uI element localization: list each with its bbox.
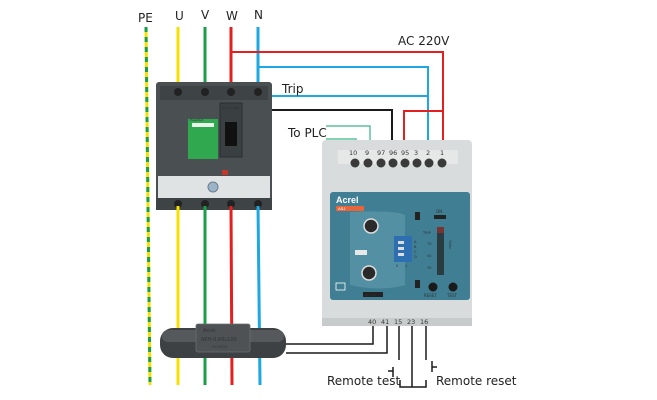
- svg-text:30: 30: [427, 266, 431, 270]
- ac-supply-line-wire: [231, 51, 444, 150]
- svg-text:1: 1: [405, 264, 407, 268]
- svg-text:Schneider: Schneider: [222, 106, 240, 110]
- relay-95-supply-wire: [403, 110, 443, 150]
- remote-reset-label: Remote reset: [436, 374, 517, 388]
- remote-switch-wiring: [388, 326, 437, 388]
- terminal-95: 95: [401, 149, 409, 157]
- terminal-23: 23: [407, 318, 415, 326]
- terminal-1: 1: [440, 149, 444, 157]
- ct-wire-40: [286, 322, 374, 345]
- svg-text:%IΔn: %IΔn: [448, 240, 452, 249]
- trip-label: Trip: [281, 82, 303, 96]
- pe-conductor: [144, 26, 152, 386]
- label-pe: PE: [138, 11, 153, 25]
- circuit-breaker: EasyPact Schneider: [156, 82, 272, 210]
- current-transformer: Acrel AKH-0.66L100 P120024: [160, 323, 286, 358]
- test-button[interactable]: [448, 282, 458, 292]
- w-conductor-bottom: [229, 205, 234, 386]
- remote-test-label: Remote test: [327, 374, 400, 388]
- terminal-9: 9: [365, 149, 369, 157]
- relay-model: ASJ: [338, 206, 345, 211]
- relay-brand: Acrel: [336, 195, 359, 205]
- on-label: ON: [436, 209, 442, 214]
- svg-text:70: 70: [427, 242, 431, 246]
- test-label: TEST: [446, 293, 458, 298]
- svg-text:B: B: [414, 245, 417, 249]
- sensitivity-dial[interactable]: [363, 218, 379, 234]
- ct-wire-41: [286, 322, 388, 354]
- residual-current-relay: Acrel ASJ A B C D 0 1 ON TRIP 70 50 30 %…: [322, 140, 472, 326]
- terminal-16: 16: [420, 318, 428, 326]
- leakage-bar: [437, 227, 444, 275]
- terminal-97: 97: [377, 149, 385, 157]
- reset-button[interactable]: [428, 282, 438, 292]
- svg-text:A: A: [414, 240, 417, 244]
- terminal-40: 40: [368, 318, 376, 326]
- svg-text:Δt (ms): Δt (ms): [365, 293, 376, 297]
- ct-brand: Acrel: [203, 328, 216, 334]
- svg-text:0: 0: [396, 264, 398, 268]
- ct-model: AKH-0.66L100: [201, 337, 237, 343]
- svg-text:50: 50: [427, 254, 431, 258]
- ct-serial: P120024: [212, 345, 228, 349]
- ac-supply-label: AC 220V: [398, 34, 450, 48]
- terminal-10: 10: [349, 149, 357, 157]
- n-conductor-bottom: [256, 205, 262, 386]
- svg-text:TRIP: TRIP: [422, 231, 431, 235]
- ac-supply-neutral-wire: [258, 66, 429, 150]
- terminal-41: 41: [381, 318, 389, 326]
- svg-text:D: D: [414, 255, 417, 259]
- label-u: U: [175, 9, 184, 23]
- terminal-3: 3: [414, 149, 418, 157]
- label-w: W: [226, 9, 238, 23]
- on-indicator: [434, 215, 446, 219]
- svg-text:EasyPact: EasyPact: [190, 118, 204, 122]
- bottom-terminals: 40 41 15 23 16: [368, 318, 428, 326]
- terminal-2: 2: [426, 149, 430, 157]
- terminal-15: 15: [394, 318, 402, 326]
- svg-text:C: C: [414, 250, 417, 254]
- top-terminals: 10 9 97 96 95 3 2 1: [349, 149, 447, 168]
- terminal-96: 96: [389, 149, 397, 157]
- to-plc-label: To PLC: [287, 126, 327, 140]
- label-v: V: [201, 8, 210, 22]
- delay-dial[interactable]: [361, 265, 377, 281]
- reset-label: RESET: [424, 293, 437, 298]
- trip-return-wire: [272, 109, 393, 150]
- label-n: N: [254, 8, 263, 22]
- breaker-toggle-handle: [225, 122, 237, 146]
